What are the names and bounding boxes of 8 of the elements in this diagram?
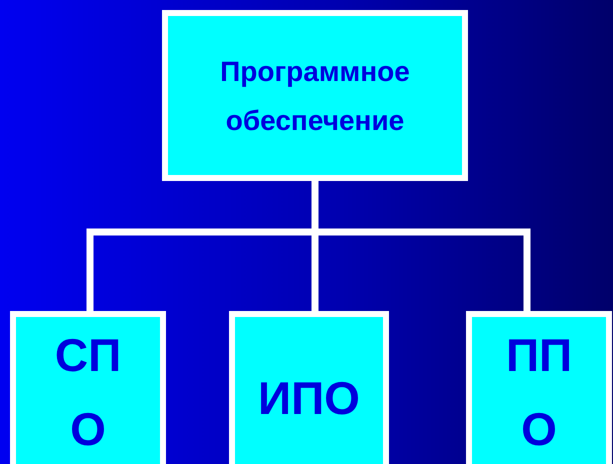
- box-label: ИПО: [258, 371, 360, 426]
- process-box: [466, 311, 612, 464]
- process-box: [10, 311, 166, 464]
- process-box: [162, 10, 468, 181]
- box-label: ППО: [504, 328, 574, 457]
- box-label: СПО: [54, 328, 122, 457]
- box-label: Программное обеспечение: [219, 54, 411, 138]
- process-box: [229, 311, 389, 464]
